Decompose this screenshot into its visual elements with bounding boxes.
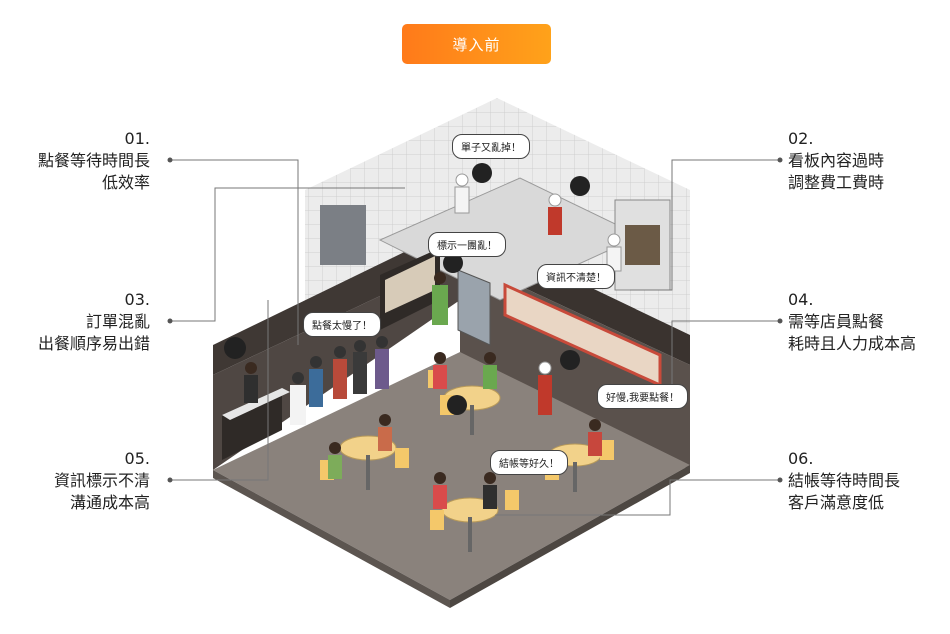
leader-line-01 bbox=[170, 159, 299, 345]
annotation-subtitle: 客戶滿意度低 bbox=[788, 493, 885, 512]
annotation-subtitle: 低效率 bbox=[101, 173, 150, 192]
annotation-title: 結帳等待時間長 bbox=[788, 471, 901, 490]
annotation-subtitle: 耗時且人力成本高 bbox=[788, 334, 917, 353]
annotation-number: 01. bbox=[124, 129, 150, 148]
fridge bbox=[320, 205, 366, 265]
leader-line-05 bbox=[170, 300, 269, 481]
oven-window bbox=[625, 225, 660, 265]
floor bbox=[213, 352, 690, 600]
back-door bbox=[457, 269, 491, 346]
before-badge: 導入前 bbox=[402, 24, 551, 64]
annotation-subtitle: 出餐順序易出錯 bbox=[37, 334, 150, 353]
annotation-title: 需等店員點餐 bbox=[788, 312, 885, 331]
floor-edge-left bbox=[213, 470, 450, 608]
floor-edge-right bbox=[450, 465, 690, 608]
annotation-04: 04. 需等店員點餐 耗時且人力成本高 bbox=[788, 289, 948, 355]
annotation-03: 03. 訂單混亂 出餐順序易出錯 bbox=[0, 289, 150, 355]
annotation-06: 06. 結帳等待時間長 客戶滿意度低 bbox=[788, 448, 950, 514]
annotation-subtitle: 溝通成本高 bbox=[69, 493, 150, 512]
annotation-number: 04. bbox=[788, 290, 814, 309]
bubble-info-unclear: 資訊不清楚！ bbox=[537, 264, 615, 289]
bubble-order-mess: 單子又亂掉！ bbox=[452, 134, 530, 159]
cashier-counter bbox=[222, 388, 282, 460]
leader-line-02 bbox=[630, 159, 780, 291]
annotation-02: 02. 看板內容過時 調整費工費時 bbox=[788, 128, 950, 194]
annotation-subtitle: 調整費工費時 bbox=[788, 173, 885, 192]
annotation-number: 02. bbox=[788, 129, 814, 148]
scribble-icons bbox=[224, 163, 590, 415]
leader-line-06 bbox=[495, 479, 780, 516]
bubble-order-slow: 點餐太慢了！ bbox=[303, 312, 381, 337]
annotation-number: 05. bbox=[124, 449, 150, 468]
annotation-title: 點餐等待時間長 bbox=[37, 151, 150, 170]
annotation-number: 06. bbox=[788, 449, 814, 468]
annotation-05: 05. 資訊標示不清 溝通成本高 bbox=[0, 448, 150, 514]
customers bbox=[290, 272, 602, 509]
leader-line-03 bbox=[170, 187, 405, 322]
annotation-title: 資訊標示不清 bbox=[53, 471, 150, 490]
dining-left-wall bbox=[213, 225, 460, 375]
bubble-checkout-wait: 結帳等好久！ bbox=[490, 450, 568, 475]
annotation-title: 看板內容過時 bbox=[788, 151, 885, 170]
bubble-label-mess: 標示一團亂！ bbox=[428, 232, 506, 257]
staff bbox=[244, 173, 622, 415]
annotation-01: 01. 點餐等待時間長 低效率 bbox=[0, 128, 150, 194]
annotation-number: 03. bbox=[124, 290, 150, 309]
bubble-want-order: 好慢,我要點餐！ bbox=[597, 384, 689, 409]
annotation-title: 訂單混亂 bbox=[85, 312, 150, 331]
